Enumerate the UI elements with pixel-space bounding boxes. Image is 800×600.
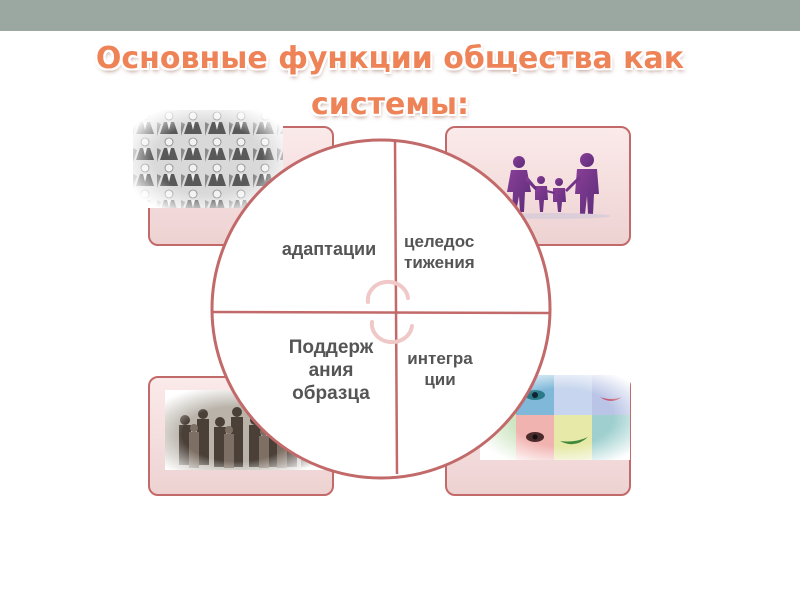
face-collage-image [480, 375, 630, 460]
quadrant-label-pattern-maintenance: Поддерж ания образца [288, 337, 374, 404]
quadrant-label-goal-attainment: целедос тижения [404, 232, 475, 272]
wheel-horizontal-divider [211, 310, 551, 315]
slide-title: Основные функции общества как системы: [95, 41, 685, 122]
cycle-arrows-icon [365, 279, 414, 345]
top-bar [0, 0, 800, 31]
business-crowd-image [133, 110, 283, 208]
quadrant-label-integration: интегра ции [407, 349, 473, 389]
family-silhouette-image [483, 150, 613, 220]
wheel-vertical-divider [393, 139, 399, 475]
quadrant-label-adaptation: адаптации [281, 239, 377, 259]
